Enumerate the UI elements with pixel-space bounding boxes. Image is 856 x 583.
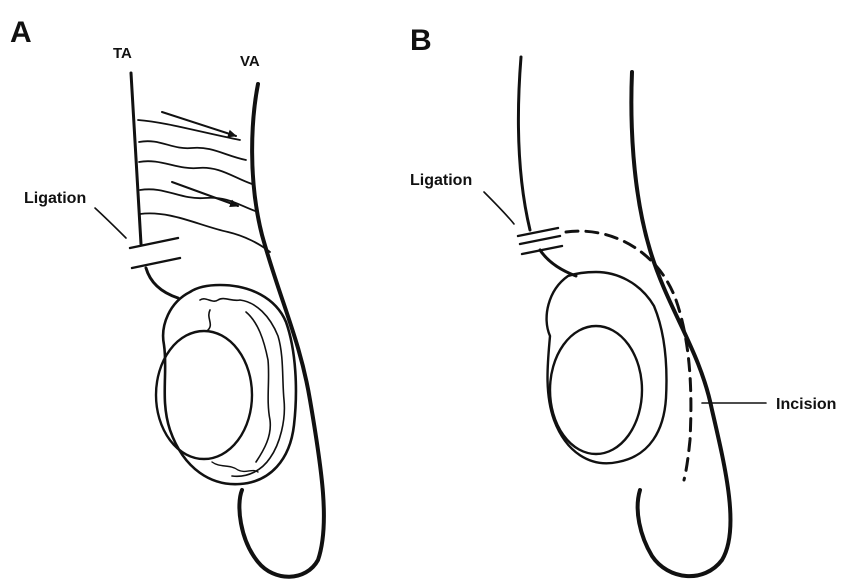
epididymis-tubule	[200, 299, 284, 477]
cord-left-wall-lower	[540, 250, 576, 276]
collateral-vessel	[139, 141, 246, 160]
cord-left-wall-upper	[131, 73, 141, 244]
scrotal-outer-contour	[631, 72, 730, 576]
ligation-pointer-b	[484, 192, 514, 224]
vasal-artery-label: VA	[240, 53, 260, 70]
incision-label: Incision	[776, 396, 836, 413]
scrotal-outer-contour	[239, 84, 324, 577]
testis	[156, 331, 252, 459]
cord-left-wall-upper	[518, 57, 530, 230]
collateral-vessel	[138, 120, 240, 140]
collateral-vessel	[140, 213, 270, 252]
testis	[550, 326, 642, 454]
epididymis-outline	[547, 272, 667, 463]
cord-left-wall-lower	[146, 268, 178, 298]
flow-arrow	[162, 112, 236, 136]
ligation-pointer-a	[95, 208, 126, 238]
ligature-tie	[132, 258, 180, 268]
testicular-artery-label: TA	[113, 45, 132, 62]
panel-b: B Ligation Incision	[410, 24, 836, 576]
ligature-tie	[518, 228, 558, 236]
flow-arrow	[172, 182, 238, 206]
incision-line	[566, 231, 691, 480]
ligature-tie	[130, 238, 178, 248]
epididymis-tubule	[212, 462, 258, 472]
ligature-tie	[520, 236, 560, 244]
panel-a: A TA VA Ligation	[10, 16, 324, 577]
ligation-label-b: Ligation	[410, 172, 472, 189]
ligation-label-a: Ligation	[24, 190, 86, 207]
panel-a-letter: A	[10, 16, 32, 49]
epididymis-outline	[163, 285, 296, 484]
collateral-vessel	[139, 161, 252, 184]
panel-b-letter: B	[410, 24, 432, 57]
